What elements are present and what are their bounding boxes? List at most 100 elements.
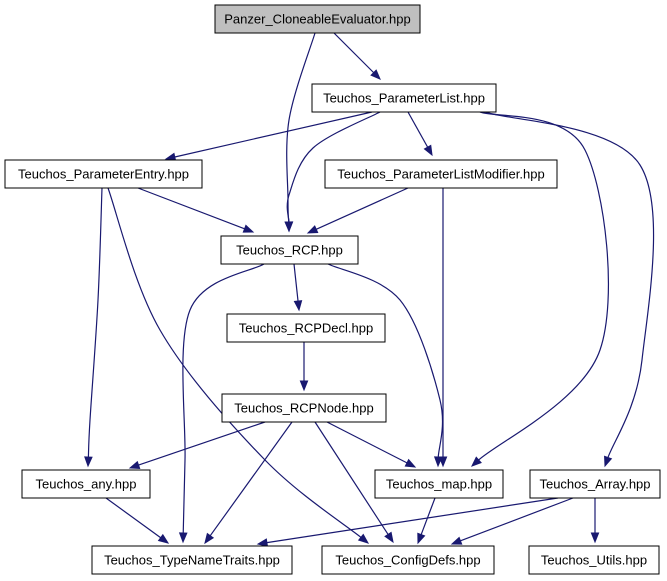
edge-rcpnode-to-any xyxy=(128,421,266,470)
edges-layer xyxy=(84,32,655,547)
node-box[interactable] xyxy=(226,313,386,343)
edge-arrowhead xyxy=(604,455,613,468)
node-typenametraits[interactable]: Teuchos_TypeNameTraits.hpp xyxy=(91,545,293,575)
edge-rcp-to-rcpdecl xyxy=(293,263,303,312)
nodes-layer: Panzer_CloneableEvaluator.hppTeuchos_Par… xyxy=(4,4,661,575)
edge-parameterlist-to-array xyxy=(484,111,655,468)
edge-arrowhead xyxy=(417,532,426,545)
node-array[interactable]: Teuchos_Array.hpp xyxy=(529,469,661,499)
node-label: Teuchos_ParameterEntry.hpp xyxy=(18,167,189,182)
edge-line xyxy=(87,187,103,458)
edge-line xyxy=(484,111,655,458)
edge-arrowhead xyxy=(128,460,141,470)
node-box[interactable] xyxy=(220,235,359,265)
edge-line xyxy=(293,263,299,302)
edge-rcp-to-typenametraits xyxy=(178,263,265,544)
edge-line xyxy=(420,497,436,535)
node-label: Teuchos_ConfigDefs.hpp xyxy=(335,553,480,568)
edge-array-to-utils xyxy=(590,498,600,544)
edge-arrowhead xyxy=(84,456,93,468)
node-box[interactable] xyxy=(324,159,558,189)
edge-parameterentry-to-configdefs xyxy=(107,187,370,544)
edge-arrowhead xyxy=(242,224,255,233)
edge-rcpnode-to-typenametraits xyxy=(204,421,293,545)
edge-line xyxy=(182,263,265,534)
edge-arrowhead xyxy=(256,538,269,547)
node-box[interactable] xyxy=(528,545,660,575)
edge-array-to-typenametraits xyxy=(256,497,559,547)
edge-arrowhead xyxy=(164,152,177,162)
node-box[interactable] xyxy=(21,469,151,499)
edge-line xyxy=(327,263,444,458)
edge-parameterlistmodifier-to-rcp xyxy=(306,187,409,234)
edge-line xyxy=(315,187,409,230)
edge-rcpdecl-to-rcpnode xyxy=(299,342,309,392)
node-configdefs[interactable]: Teuchos_ConfigDefs.hpp xyxy=(321,545,495,575)
node-rcp[interactable]: Teuchos_RCP.hpp xyxy=(220,235,359,265)
edge-root-to-rcp xyxy=(284,32,316,233)
node-root[interactable]: Panzer_CloneableEvaluator.hpp xyxy=(214,4,421,34)
edge-arrowhead xyxy=(306,225,319,234)
node-box[interactable] xyxy=(214,4,421,34)
node-label: Teuchos_any.hpp xyxy=(36,477,137,492)
node-parameterentry[interactable]: Teuchos_ParameterEntry.hpp xyxy=(4,159,203,189)
node-utils[interactable]: Teuchos_Utils.hpp xyxy=(528,545,660,575)
edge-any-to-typenametraits xyxy=(105,497,170,544)
edge-parameterentry-to-any xyxy=(84,187,103,468)
edge-arrowhead xyxy=(384,531,394,544)
edge-map-to-configdefs xyxy=(417,497,436,545)
edge-line xyxy=(137,187,245,230)
node-box[interactable] xyxy=(321,545,495,575)
edge-line xyxy=(286,111,381,223)
node-box[interactable] xyxy=(91,545,293,575)
edge-line xyxy=(107,187,362,538)
edge-arrowhead xyxy=(284,221,294,233)
node-label: Teuchos_ParameterList.hpp xyxy=(323,91,485,106)
edge-root-to-parameterlist xyxy=(333,32,381,80)
edge-line xyxy=(174,111,373,158)
edge-line xyxy=(138,421,266,466)
edge-arrowhead xyxy=(471,456,482,467)
edge-line xyxy=(460,497,574,542)
edge-arrowhead xyxy=(157,533,170,544)
edge-arrowhead xyxy=(204,532,215,545)
edge-parameterlist-to-rcp xyxy=(284,111,381,233)
edge-line xyxy=(105,497,162,539)
edge-arrowhead xyxy=(357,533,370,544)
node-box[interactable] xyxy=(311,83,497,113)
node-box[interactable] xyxy=(4,159,203,189)
edge-line xyxy=(209,421,293,537)
edge-arrowhead xyxy=(293,300,303,312)
edge-parameterlist-to-parameterentry xyxy=(164,111,373,162)
node-label: Teuchos_RCP.hpp xyxy=(236,243,343,258)
node-box[interactable] xyxy=(374,469,504,499)
node-parameterlistmodifier[interactable]: Teuchos_ParameterListModifier.hpp xyxy=(324,159,558,189)
edge-line xyxy=(478,111,610,461)
node-label: Teuchos_Array.hpp xyxy=(539,477,650,492)
node-any[interactable]: Teuchos_any.hpp xyxy=(21,469,151,499)
edge-arrowhead xyxy=(299,380,309,392)
node-rcpnode[interactable]: Teuchos_RCPNode.hpp xyxy=(221,393,387,423)
edge-arrowhead xyxy=(404,458,417,468)
edge-array-to-configdefs xyxy=(450,497,574,545)
node-label: Teuchos_ParameterListModifier.hpp xyxy=(337,167,544,182)
edge-arrowhead xyxy=(433,456,443,468)
node-box[interactable] xyxy=(221,393,387,423)
edge-line xyxy=(266,497,559,544)
node-label: Teuchos_map.hpp xyxy=(386,477,492,492)
node-box[interactable] xyxy=(529,469,661,499)
node-label: Teuchos_TypeNameTraits.hpp xyxy=(104,553,280,568)
node-map[interactable]: Teuchos_map.hpp xyxy=(374,469,504,499)
edge-arrowhead xyxy=(178,532,188,544)
edge-parameterlist-to-map xyxy=(471,111,610,467)
node-rcpdecl[interactable]: Teuchos_RCPDecl.hpp xyxy=(226,313,386,343)
edge-line xyxy=(314,421,389,535)
edge-arrowhead xyxy=(370,69,381,80)
node-label: Teuchos_RCPDecl.hpp xyxy=(239,321,373,336)
node-parameterlist[interactable]: Teuchos_ParameterList.hpp xyxy=(311,83,497,113)
node-label: Panzer_CloneableEvaluator.hpp xyxy=(224,12,410,27)
edge-arrowhead xyxy=(423,144,433,157)
edge-rcpnode-to-configdefs xyxy=(314,421,394,544)
edge-line xyxy=(326,421,408,464)
